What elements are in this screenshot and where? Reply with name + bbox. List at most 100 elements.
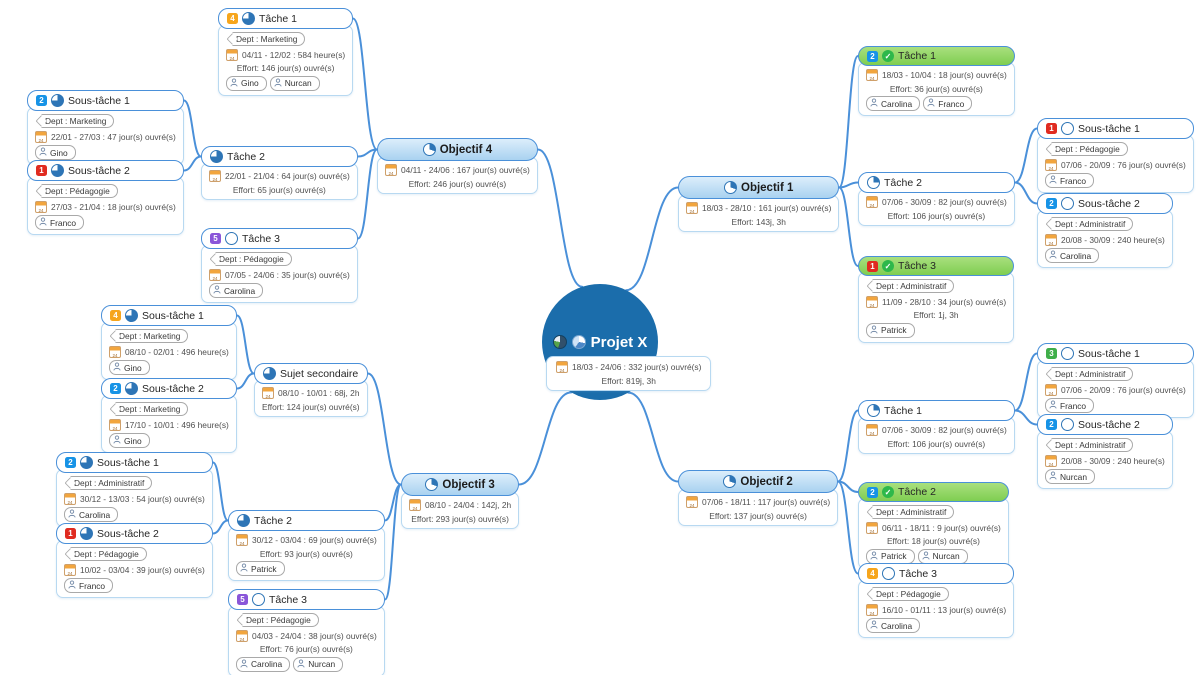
branch-connector [384, 483, 402, 601]
branch-connector [236, 314, 255, 375]
branch-connector [838, 55, 859, 189]
branch-connector [1014, 352, 1038, 412]
topic-header[interactable]: Tâche 2 [228, 510, 385, 531]
branch-connector [837, 409, 859, 483]
effort-line: Effort: 293 jour(s) ouvré(s) [411, 513, 509, 524]
resource-name: Franco [1060, 400, 1087, 411]
resource-name: Patrick [251, 563, 277, 574]
topic-title: Objectif 4 [439, 143, 493, 156]
progress-pie-icon [1061, 418, 1074, 431]
topic-header[interactable]: 1✓Tâche 3 [858, 256, 1015, 276]
topic-header[interactable]: Objectif 1 [678, 176, 840, 199]
topic-header[interactable]: Sujet secondaire [254, 363, 368, 384]
progress-pie-icon [723, 475, 737, 488]
resource-name: Carolina [1060, 250, 1092, 261]
calendar-icon [1045, 383, 1057, 396]
topic-header[interactable]: Objectif 4 [377, 138, 538, 161]
topic-title: Tâche 1 [884, 404, 922, 417]
topic-header[interactable]: Objectif 3 [401, 473, 520, 496]
topic-detail: Dept : Administratif20/08 - 30/09 : 240 … [1037, 210, 1173, 268]
dept-tag: Dept : Marketing [115, 402, 189, 416]
node-o2[interactable]: Objectif 207/06 - 18/11 : 117 jour(s) ou… [678, 470, 839, 526]
topic-header[interactable]: Tâche 2 [858, 172, 1015, 193]
topic-title: Sous-tâche 2 [97, 527, 159, 540]
effort-line: Effort: 18 jour(s) ouvré(s) [886, 536, 980, 546]
resource-chip: Carolina [866, 96, 921, 111]
topic-header[interactable]: Tâche 1 [858, 400, 1015, 421]
topic-detail: Dept : Marketing22/01 - 27/03 : 47 jour(… [27, 107, 184, 165]
node-o3[interactable]: Objectif 308/10 - 24/04 : 142j, 2hEffort… [401, 473, 520, 529]
node-o2t1[interactable]: Tâche 107/06 - 30/09 : 82 jour(s) ouvré(… [858, 400, 1015, 454]
priority-2-icon: 2 [867, 486, 878, 498]
branch-connector [183, 99, 202, 158]
date-range: 08/10 - 02/01 : 496 heure(s) [125, 346, 229, 357]
resources-row: Nurcan [1045, 469, 1165, 484]
progress-pie-icon [263, 367, 276, 380]
node-o3t2[interactable]: Tâche 2 30/12 - 03/04 : 69 jour(s) ouvré(… [228, 510, 385, 581]
topic-title: Sous-tâche 1 [1078, 122, 1140, 135]
node-o1[interactable]: Objectif 118/03 - 28/10 : 161 jour(s) ou… [678, 176, 840, 232]
resource-chip: Carolina [236, 656, 291, 672]
topic-header[interactable]: 2✓Tâche 1 [858, 46, 1015, 66]
branch-connector [837, 480, 859, 575]
resource-chip: Nurcan [1045, 469, 1095, 484]
resources-row: Patrick [866, 322, 1006, 338]
node-o1t2[interactable]: Tâche 207/06 - 30/09 : 82 jour(s) ouvré(… [858, 172, 1015, 226]
calendar-icon [866, 603, 878, 616]
node-o4[interactable]: Objectif 404/11 - 24/06 : 167 jour(s) ou… [377, 138, 538, 194]
date-range: 30/12 - 13/03 : 54 jour(s) ouvré(s) [80, 493, 205, 504]
date-line: 30/12 - 03/04 : 69 jour(s) ouvré(s) [236, 534, 377, 546]
person-icon [274, 77, 282, 89]
node-o4t2[interactable]: Tâche 222/01 - 21/04 : 64 jour(s) ouvré(… [201, 146, 358, 200]
priority-1-icon: 1 [36, 165, 47, 176]
dept-tag: Dept : Pédagogie [215, 252, 292, 266]
resource-name: Franco [79, 580, 106, 591]
resources-row: Carolina [866, 618, 1006, 633]
topic-header[interactable]: Tâche 2 [201, 146, 358, 167]
node-suj[interactable]: Sujet secondaire08/10 - 10/01 : 68j, 2hE… [254, 363, 368, 417]
node-o1t1[interactable]: 2✓Tâche 118/03 - 10/04 : 18 jour(s) ouvr… [858, 46, 1015, 116]
topic-title: Sous-tâche 2 [1078, 418, 1140, 431]
topic-header[interactable]: 2✓Tâche 2 [858, 482, 1009, 502]
calendar-icon [686, 496, 698, 508]
date-line: 07/06 - 20/09 : 76 jour(s) ouvré(s) [1045, 383, 1186, 396]
topic-detail: 18/03 - 28/10 : 161 jour(s) ouvré(s)Effo… [678, 195, 840, 232]
date-range: 27/03 - 21/04 : 18 jour(s) ouvré(s) [51, 201, 176, 212]
topic-detail: Dept : Pédagogie04/03 - 24/04 : 38 jour(… [228, 606, 385, 675]
topic-header[interactable]: Objectif 2 [678, 470, 839, 493]
resource-name: Franco [938, 98, 965, 109]
progress-pie-icon [1061, 197, 1074, 210]
